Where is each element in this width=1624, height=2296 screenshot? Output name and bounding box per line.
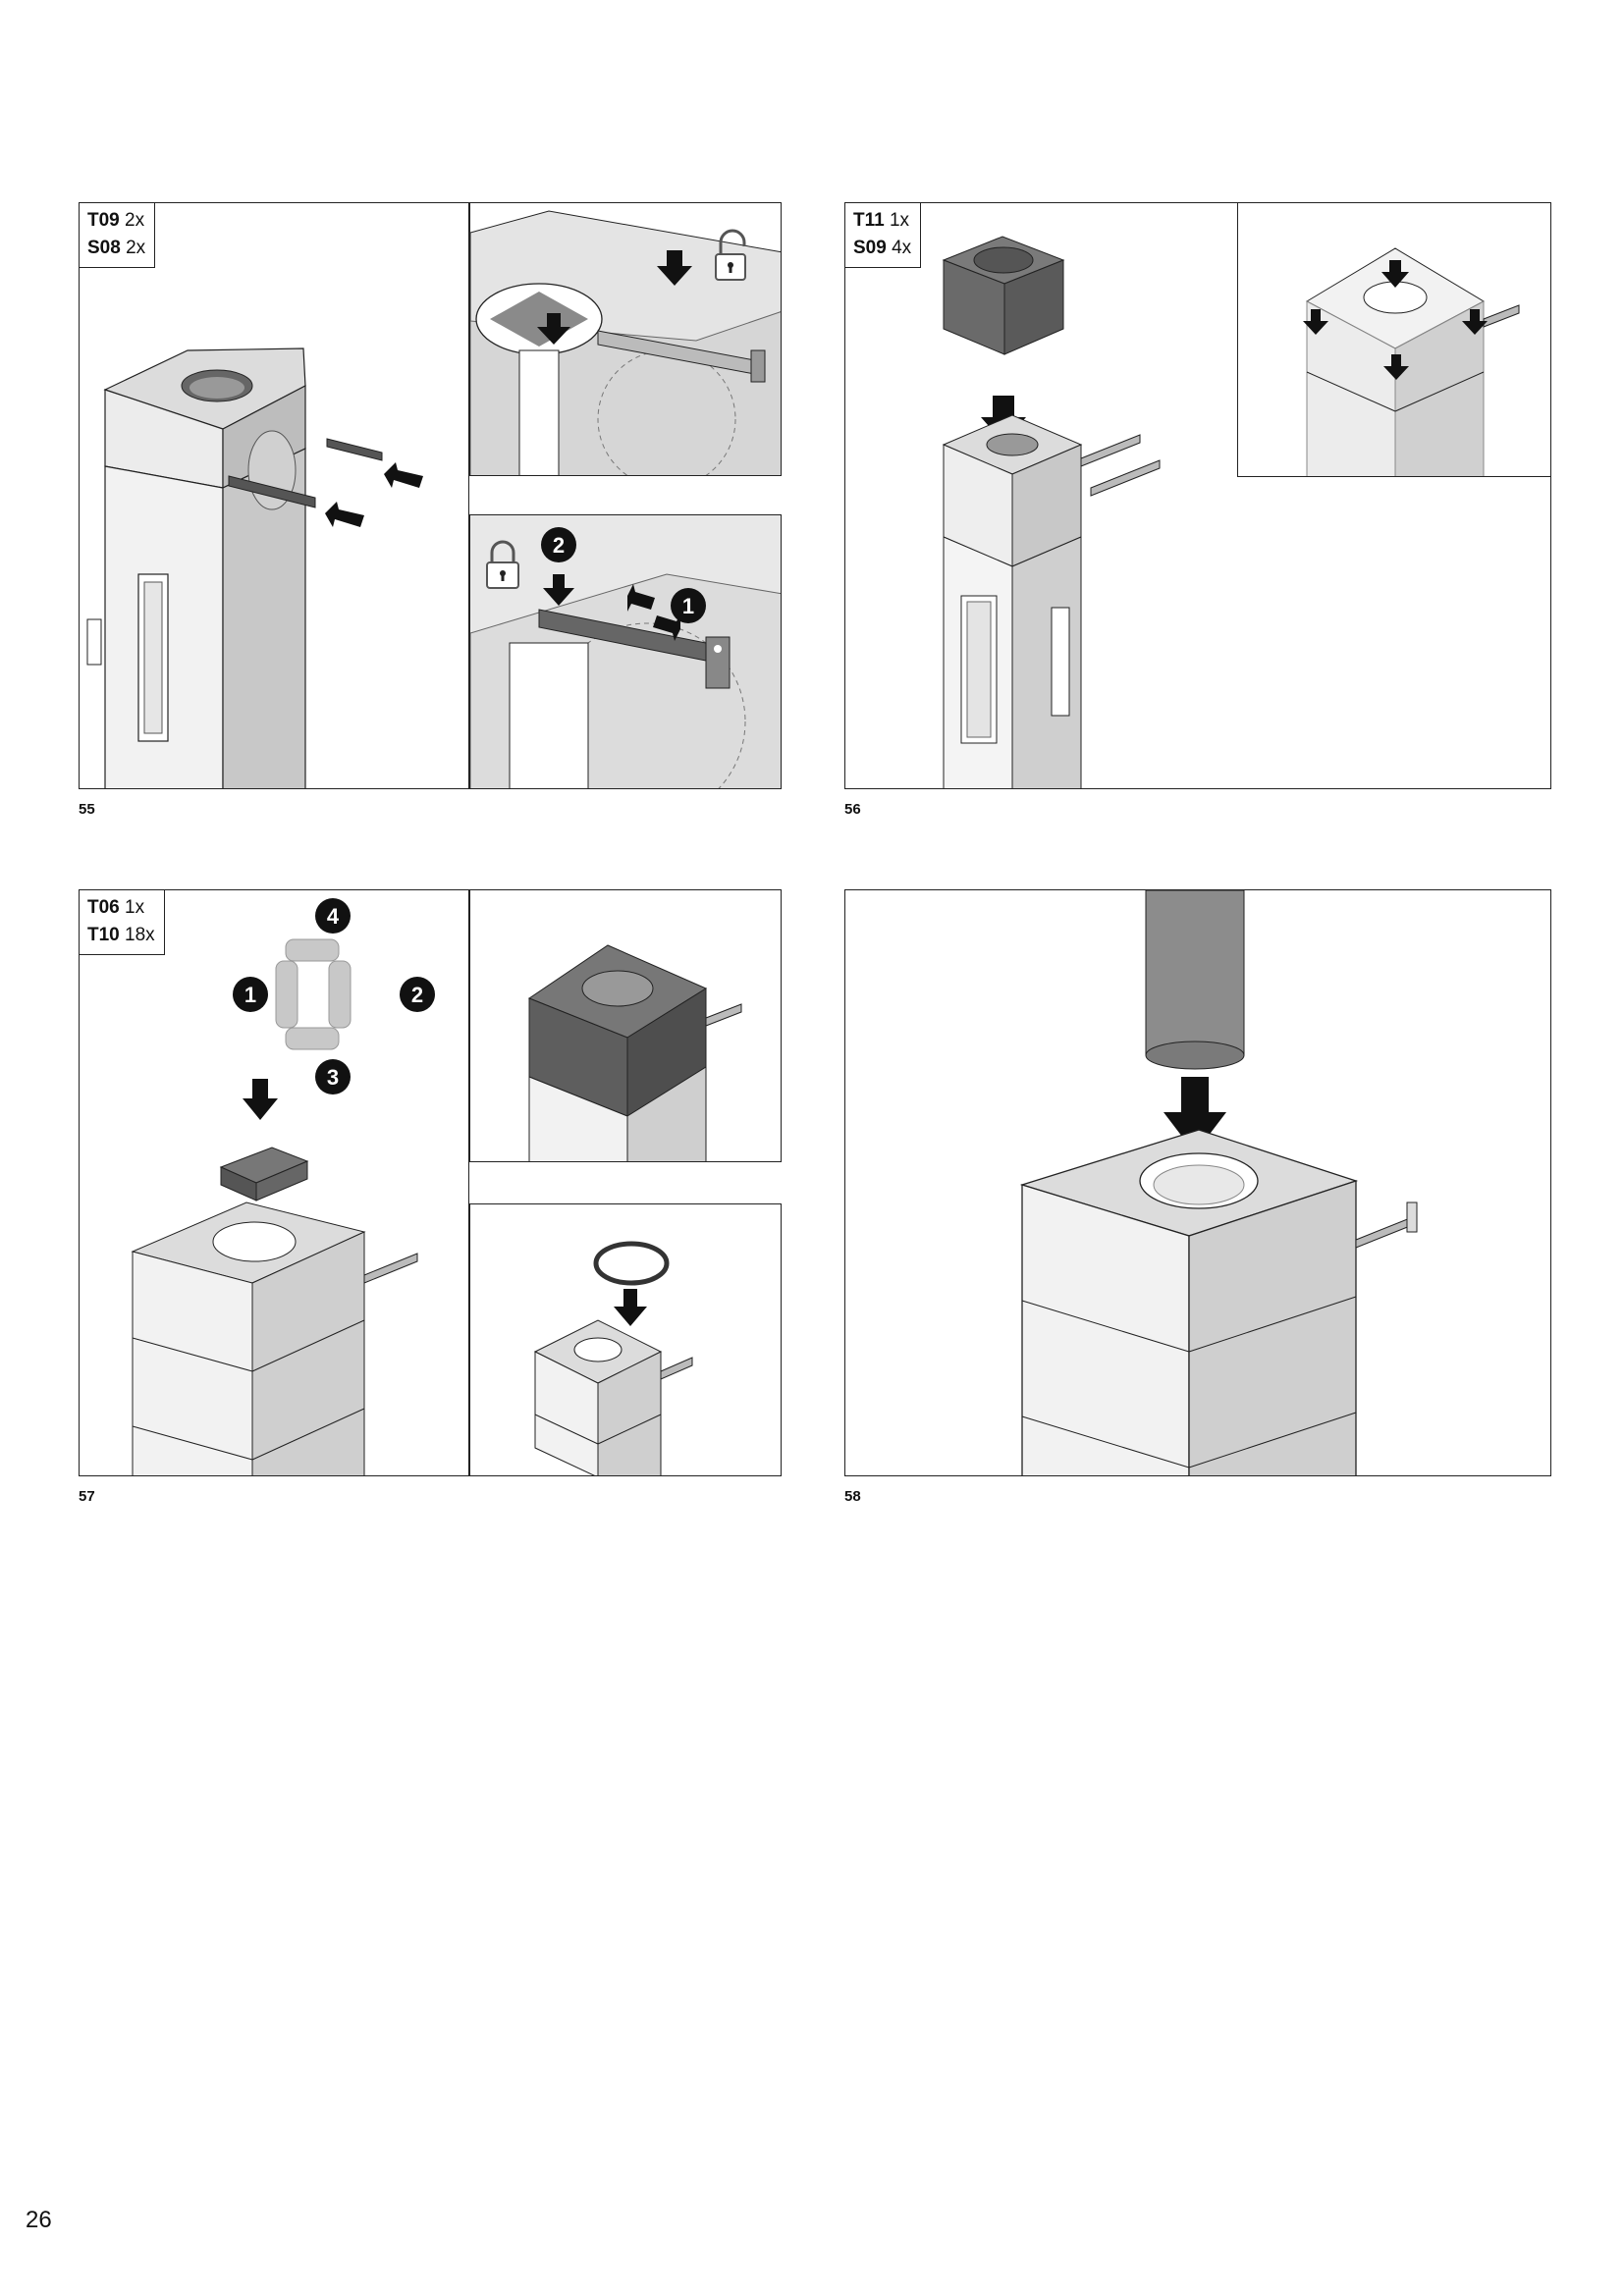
- part-code: T10: [87, 925, 120, 945]
- svg-text:1: 1: [244, 983, 256, 1007]
- arrow-down-icon: [614, 1289, 647, 1326]
- figure-number: 57: [79, 1488, 95, 1505]
- bracket-lock-detail: 2 1: [470, 515, 781, 788]
- lock-open-icon: [715, 229, 746, 281]
- insulation-ring-illustration: 4 1 2 3: [131, 898, 435, 1475]
- part-qty: 4x: [892, 238, 912, 258]
- figure-58-main: [844, 889, 1551, 1476]
- cover-screw-detail: [1303, 247, 1520, 476]
- arrow-down-icon: [537, 313, 570, 345]
- filled-insulation-detail: [527, 944, 742, 1161]
- arrow-right-icon: [653, 614, 680, 641]
- step-badge-icon: 2: [400, 977, 435, 1012]
- part-code: T09: [87, 210, 120, 231]
- svg-text:2: 2: [411, 983, 423, 1007]
- arrow-down-icon: [657, 250, 692, 286]
- figure-57-detail-gasket: [469, 1203, 782, 1476]
- parts-list: T11 1x S09 4x: [845, 203, 922, 268]
- top-cover-illustration: [942, 236, 1161, 788]
- arrow-down-icon: [1381, 260, 1409, 288]
- arrow-down-icon: [243, 1079, 278, 1120]
- step-badge-icon: 3: [315, 1059, 351, 1095]
- figure-57-main: T06 1x T10 18x 4 1 2 3: [79, 889, 469, 1476]
- part-code: S08: [87, 238, 121, 258]
- arrow-down-icon: [1303, 309, 1328, 335]
- parts-list: T09 2x S08 2x: [80, 203, 156, 268]
- part-qty: 2x: [125, 210, 145, 231]
- flue-pipe-illustration: [1019, 890, 1418, 1475]
- part-code: T06: [87, 897, 120, 918]
- svg-text:4: 4: [327, 904, 340, 929]
- arrow-down-icon: [1164, 1077, 1226, 1153]
- lock-closed-icon: [486, 540, 519, 589]
- page-number: 26: [26, 2207, 52, 2233]
- part-code: S09: [853, 238, 887, 258]
- arrow-down-icon: [1383, 354, 1409, 380]
- arrow-down-icon: [1462, 309, 1488, 335]
- figure-number: 56: [844, 801, 861, 818]
- svg-text:3: 3: [327, 1065, 339, 1090]
- figure-55-main: T09 2x S08 2x: [79, 202, 469, 789]
- stove-column-illustration: [86, 347, 423, 788]
- part-qty: 1x: [889, 210, 910, 231]
- arrow-down-icon: [543, 574, 574, 606]
- figure-55-detail-unlock: [469, 202, 782, 476]
- svg-text:1: 1: [682, 594, 694, 618]
- bracket-unlock-detail: [470, 210, 781, 475]
- figure-number: 58: [844, 1488, 861, 1505]
- gasket-detail: [533, 1241, 693, 1475]
- step-badge-icon: 2: [541, 527, 576, 562]
- part-code: T11: [853, 210, 885, 231]
- svg-text:2: 2: [553, 533, 565, 558]
- arrow-left-icon: [384, 462, 423, 488]
- figure-55-detail-lock: 2 1: [469, 514, 782, 789]
- part-qty: 2x: [126, 238, 146, 258]
- figure-57-detail-filled: [469, 889, 782, 1162]
- parts-list: T06 1x T10 18x: [80, 890, 165, 955]
- arrow-left-icon: [627, 584, 655, 612]
- step-badge-icon: 1: [233, 977, 268, 1012]
- arrow-left-icon: [325, 502, 364, 527]
- part-qty: 1x: [125, 897, 145, 918]
- step-badge-icon: 4: [315, 898, 351, 934]
- figure-number: 55: [79, 801, 95, 818]
- step-badge-icon: 1: [671, 588, 706, 623]
- figure-56-detail-screws: [1237, 202, 1551, 477]
- part-qty: 18x: [125, 925, 155, 945]
